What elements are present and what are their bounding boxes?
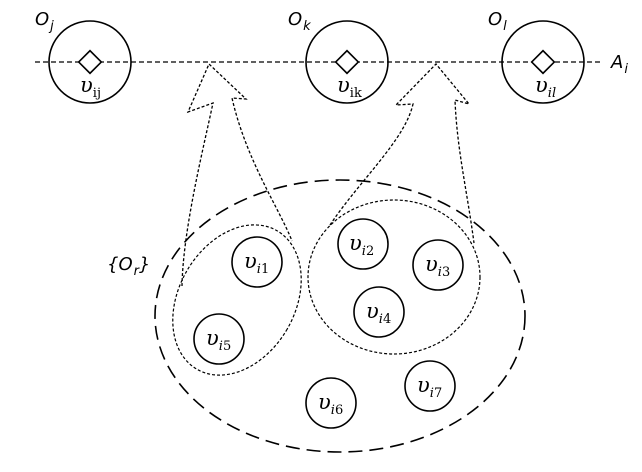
object-ok: Ok υik	[288, 9, 389, 104]
reference-set-label: {Or}	[107, 254, 150, 279]
axis-label: Ai	[610, 52, 628, 77]
object-label: Ol	[488, 9, 507, 34]
node-i5: υi5	[193, 313, 245, 365]
diamond-marker	[77, 49, 103, 75]
object-label: Ok	[288, 9, 311, 34]
projection-arrow-right	[329, 63, 475, 244]
cluster-right	[307, 199, 481, 355]
svg-text:υi3: υi3	[425, 252, 450, 280]
object-value: υij	[80, 73, 101, 101]
svg-text:υi1: υi1	[244, 249, 269, 277]
svg-text:υi6: υi6	[318, 390, 343, 418]
node-i6: υi6	[305, 377, 357, 429]
svg-text:υi5: υi5	[206, 326, 231, 354]
object-ol: Ol υil	[488, 9, 585, 104]
node-i7: υi7	[404, 360, 456, 412]
object-value: υil	[535, 73, 556, 101]
svg-text:υi2: υi2	[349, 231, 374, 259]
node-i2: υi2	[337, 218, 389, 270]
node-i4: υi4	[353, 286, 405, 338]
diamond-marker	[530, 49, 556, 75]
svg-text:υi7: υi7	[417, 373, 442, 401]
diamond-marker	[334, 49, 360, 75]
reference-set-ellipse	[154, 179, 526, 453]
cluster-left	[172, 224, 302, 376]
object-oj: Oj υij	[35, 9, 132, 104]
node-i3: υi3	[412, 239, 464, 291]
object-label: Oj	[35, 9, 54, 34]
object-value: υik	[337, 73, 362, 101]
node-i1: υi1	[231, 236, 283, 288]
svg-text:υi4: υi4	[366, 299, 391, 327]
